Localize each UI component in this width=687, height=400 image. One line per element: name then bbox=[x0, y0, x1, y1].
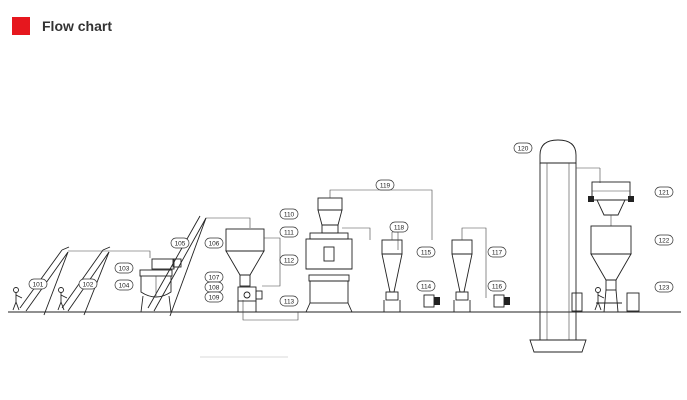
callout-label: 113 bbox=[284, 298, 295, 305]
callout-label: 114 bbox=[421, 283, 432, 290]
callout-bubble bbox=[170, 237, 190, 249]
callout-109: 109 bbox=[204, 291, 224, 303]
callout-bubble bbox=[375, 179, 395, 191]
mixer-tank bbox=[139, 258, 182, 313]
callout-bubble bbox=[389, 221, 409, 233]
callout-bubble bbox=[114, 279, 134, 291]
link-102-104 bbox=[68, 250, 151, 258]
callout-label: 112 bbox=[284, 257, 295, 264]
callout-101: 101 bbox=[28, 278, 48, 290]
callout-label: 101 bbox=[33, 281, 44, 288]
callout-115: 115 bbox=[416, 246, 436, 258]
callout-label: 107 bbox=[209, 274, 220, 281]
callout-106: 106 bbox=[204, 237, 224, 249]
feed-hopper bbox=[225, 228, 299, 321]
callout-label: 123 bbox=[659, 284, 670, 291]
operator-3-icon bbox=[594, 287, 605, 311]
callout-122: 122 bbox=[654, 234, 674, 246]
callout-116: 116 bbox=[487, 280, 507, 292]
callout-110: 110 bbox=[279, 208, 299, 220]
callout-bubble bbox=[78, 278, 98, 290]
callout-label: 105 bbox=[175, 240, 186, 247]
callout-label: 102 bbox=[83, 281, 94, 288]
callout-label: 109 bbox=[209, 294, 220, 301]
callout-107: 107 bbox=[204, 271, 224, 283]
page-title: Flow chart bbox=[42, 18, 113, 34]
operator-1-icon bbox=[12, 287, 23, 311]
callout-108: 108 bbox=[204, 281, 224, 293]
callout-bubble bbox=[416, 280, 436, 292]
callout-label: 115 bbox=[421, 249, 432, 256]
callout-label: 108 bbox=[209, 284, 220, 291]
callout-label: 119 bbox=[380, 182, 391, 189]
callout-bubble bbox=[279, 226, 299, 238]
callout-103: 103 bbox=[114, 262, 134, 274]
callout-bubble bbox=[487, 246, 507, 258]
cyclone-1 bbox=[381, 231, 440, 312]
operator-2-icon bbox=[57, 287, 68, 311]
callout-102: 102 bbox=[78, 278, 98, 290]
callout-bubble bbox=[204, 237, 224, 249]
screen-silo bbox=[571, 181, 640, 313]
callout-label: 121 bbox=[659, 189, 670, 196]
callout-label: 103 bbox=[119, 265, 130, 272]
callout-label: 118 bbox=[394, 224, 405, 231]
callout-112: 112 bbox=[279, 254, 299, 266]
callout-123: 123 bbox=[654, 281, 674, 293]
callout-105: 105 bbox=[170, 237, 190, 249]
red-square-icon bbox=[12, 17, 30, 35]
callout-118: 118 bbox=[389, 221, 409, 233]
callout-111: 111 bbox=[279, 226, 299, 238]
callout-121: 121 bbox=[654, 186, 674, 198]
callout-bubble bbox=[204, 291, 224, 303]
callout-bubble bbox=[279, 295, 299, 307]
callout-bubble bbox=[513, 142, 533, 154]
callout-104: 104 bbox=[114, 279, 134, 291]
cyclone-2 bbox=[451, 227, 510, 312]
callout-117: 117 bbox=[487, 246, 507, 258]
callout-label: 111 bbox=[284, 229, 294, 236]
callout-bubble bbox=[487, 280, 507, 292]
callout-bubble bbox=[114, 262, 134, 274]
screw-conveyor-3 bbox=[147, 215, 207, 317]
callout-label: 122 bbox=[659, 237, 670, 244]
callout-bubble bbox=[416, 246, 436, 258]
callout-bubble bbox=[654, 281, 674, 293]
callout-114: 114 bbox=[416, 280, 436, 292]
callout-label: 116 bbox=[492, 283, 503, 290]
callout-label: 110 bbox=[284, 211, 295, 218]
callout-label: 106 bbox=[209, 240, 220, 247]
bucket-elevator bbox=[529, 139, 601, 353]
callout-bubble bbox=[654, 186, 674, 198]
callout-bubble bbox=[279, 208, 299, 220]
page-header: Flow chart bbox=[12, 16, 112, 36]
callout-layer: 101 102 103 104 105 106 107 108 109 110 111 112 113 1… bbox=[28, 142, 674, 307]
callout-bubble bbox=[28, 278, 48, 290]
callout-bubble bbox=[654, 234, 674, 246]
callout-113: 113 bbox=[279, 295, 299, 307]
callout-bubble bbox=[279, 254, 299, 266]
callout-120: 120 bbox=[513, 142, 533, 154]
callout-label: 120 bbox=[518, 145, 529, 152]
callout-119: 119 bbox=[375, 179, 395, 191]
link-105-106 bbox=[206, 217, 251, 228]
callout-label: 117 bbox=[492, 249, 503, 256]
grinder-unit bbox=[305, 189, 433, 313]
callout-label: 104 bbox=[119, 282, 130, 289]
